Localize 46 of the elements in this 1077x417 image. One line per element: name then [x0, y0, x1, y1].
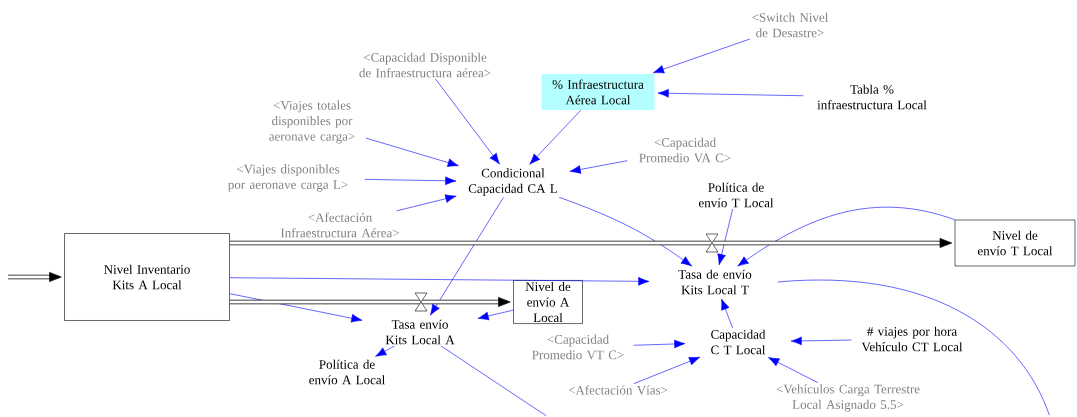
shadow-variable-label: <Vehículos Carga Terrestre Local Asignado 5.5>	[776, 384, 920, 412]
arrow	[365, 137, 459, 167]
shadow-variable-label: <Capacidad Promedio VT C>	[532, 334, 624, 360]
arrow	[430, 197, 504, 316]
shadow-variable-label: <Capacidad Disponible de Infraestructura aérea>	[359, 52, 491, 78]
stock-box: Nivel Inventario Kits A Local	[64, 233, 230, 321]
variable-label: Tasa envío Kits Local A	[385, 319, 455, 345]
arrow	[790, 336, 852, 346]
link-line	[777, 279, 1050, 416]
shadow-variable-label: <Viajes totales disponibles por aeronave carga>	[269, 100, 355, 144]
arrow	[396, 194, 457, 212]
arrow	[657, 89, 804, 98]
shadow-variable-label: <Switch Nivel de Desastre>	[752, 12, 829, 38]
arrow	[229, 277, 650, 286]
arrow	[477, 309, 514, 321]
arrow	[364, 176, 457, 186]
arrow	[375, 345, 395, 357]
variable-label: Política de envío T Local	[698, 182, 774, 208]
arrow	[435, 78, 500, 165]
shadow-variable-label: <Capacidad Promedio VA C>	[639, 137, 731, 163]
arrow	[721, 298, 733, 329]
arrow	[633, 339, 686, 349]
shadow-variable-label: <Afectación Vías>	[568, 385, 668, 395]
stock-box: Nivel de envío T Local	[954, 219, 1076, 267]
shadow-variable-label: <Afectación Infraestructura Aérea>	[280, 212, 399, 238]
variable-label: # viajes por hora Vehículo CT Local	[861, 326, 963, 352]
variable-label: Tasa de envío Kits Local T	[678, 269, 752, 295]
arrow	[559, 197, 693, 267]
stock-box: Nivel de envío A Local	[513, 280, 583, 324]
shadow-variable-label: <Viajes disponibles por aeronave carga L>	[228, 164, 348, 192]
variable-label: Condicional Capacidad CA L	[468, 168, 557, 196]
arrow	[569, 160, 628, 174]
flow-pipe	[229, 238, 953, 248]
arrow	[529, 109, 582, 165]
arrow	[737, 207, 955, 267]
link-line	[440, 345, 547, 417]
arrow	[768, 357, 819, 383]
arrow	[652, 38, 751, 74]
highlighted-variable-box: % Infraestructura Aérea Local	[541, 74, 655, 110]
flow-pipe	[229, 297, 511, 307]
variable-label: Capacidad C T Local	[711, 329, 766, 355]
arrow	[717, 208, 733, 266]
variable-label: Política de envío A Local	[309, 359, 385, 385]
flow-pipe	[8, 272, 62, 282]
variable-label: Tabla % infraestructura Local	[817, 84, 927, 110]
arrow	[633, 356, 701, 384]
